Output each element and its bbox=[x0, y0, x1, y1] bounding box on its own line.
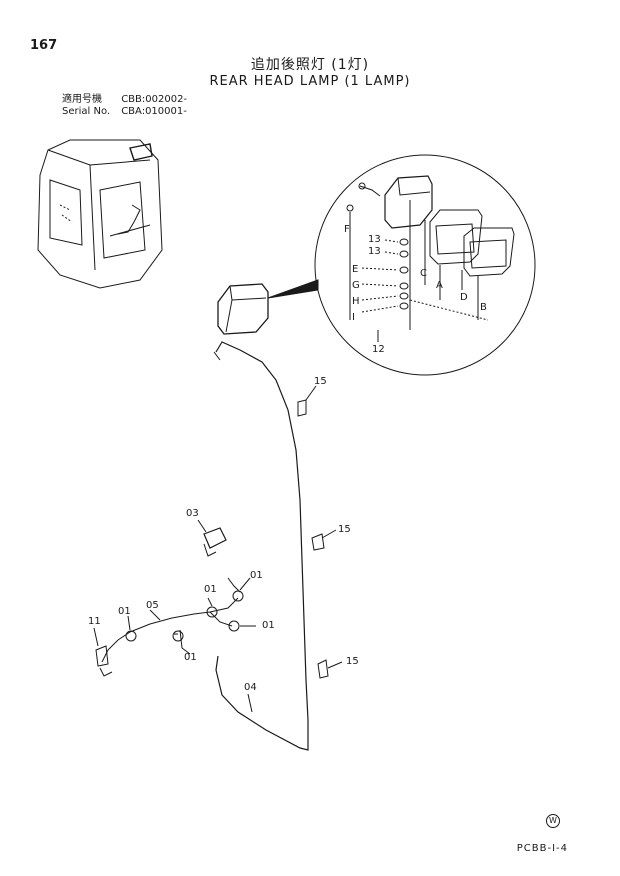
callout-04: 04 bbox=[244, 682, 257, 693]
page-code: PCBB-I-4 bbox=[516, 843, 568, 854]
callout-15c: 15 bbox=[346, 656, 359, 667]
callout-15b: 15 bbox=[338, 524, 351, 535]
callout-01e: 01 bbox=[184, 652, 197, 663]
callout-13a: 13 bbox=[368, 234, 381, 245]
callout-11: 11 bbox=[88, 616, 101, 627]
leader-lines bbox=[93, 385, 343, 713]
cab-illustration bbox=[37, 139, 163, 289]
callout-15a: 15 bbox=[314, 376, 327, 387]
clip-15-group bbox=[297, 399, 329, 679]
switch-03 bbox=[203, 527, 227, 557]
callout-12: 12 bbox=[372, 344, 385, 355]
serial-block: 適用号機 CBB:002002- Serial No. CBA:010001- bbox=[62, 94, 187, 118]
lamp-assembly bbox=[217, 283, 269, 335]
serial-row-1: 適用号機 CBB:002002- bbox=[62, 94, 187, 106]
sub-harness-05 bbox=[95, 577, 244, 677]
callout-05: 05 bbox=[146, 600, 159, 611]
lamp-exploded bbox=[346, 175, 515, 342]
callout-01c: 01 bbox=[118, 606, 131, 617]
callout-E: E bbox=[352, 264, 358, 275]
callout-13b: 13 bbox=[368, 246, 381, 257]
title-english: REAR HEAD LAMP (1 LAMP) bbox=[209, 74, 411, 89]
serial-label-en: Serial No. bbox=[62, 106, 111, 117]
callout-F: F bbox=[344, 224, 350, 235]
callout-H: H bbox=[352, 296, 360, 307]
callout-D: D bbox=[460, 292, 468, 303]
serial-label-jp: 適用号機 bbox=[62, 94, 102, 105]
callout-01a: 01 bbox=[250, 570, 263, 581]
callout-G: G bbox=[352, 280, 360, 291]
callout-01d: 01 bbox=[262, 620, 275, 631]
callout-03: 03 bbox=[186, 508, 199, 519]
serial-value-2: CBA:010001- bbox=[121, 106, 187, 117]
serial-value-1: CBB:002002- bbox=[121, 94, 188, 105]
page-number: 167 bbox=[30, 38, 58, 53]
callout-I: I bbox=[352, 312, 355, 323]
callout-B: B bbox=[480, 302, 487, 313]
watermark-symbol: W bbox=[546, 814, 560, 828]
callout-01b: 01 bbox=[204, 584, 217, 595]
title-japanese: 追加後照灯 (1灯) bbox=[250, 57, 370, 73]
harness-wire-04 bbox=[213, 341, 309, 751]
serial-row-2: Serial No. CBA:010001- bbox=[62, 106, 187, 118]
callout-A: A bbox=[436, 280, 443, 291]
callout-C: C bbox=[420, 268, 427, 279]
detail-circle bbox=[267, 154, 536, 376]
